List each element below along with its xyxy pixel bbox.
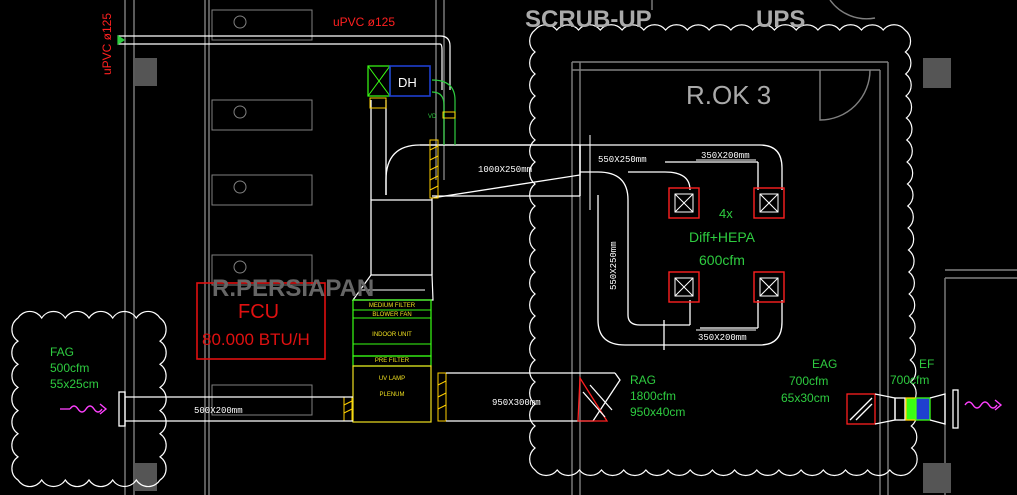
ahu-section-labels: MEDIUM FILTER BLOWER FAN INDOOR UNIT PRE… [369, 303, 416, 398]
hepa-diffuser [668, 271, 700, 303]
hepa-diffusers [668, 187, 785, 303]
fag-size: 55x25cm [50, 377, 99, 391]
rag-flow: 1800cfm [630, 389, 676, 403]
bed-outlines [211, 9, 313, 416]
room-label-persiapan: R.PERSIAPAN [212, 275, 374, 302]
dh-box [389, 65, 431, 97]
exhaust-system [846, 389, 959, 429]
dh-unit [367, 65, 456, 145]
dh-label: DH [398, 75, 417, 90]
upvc-pipe [117, 34, 451, 90]
eag-name: EAG [812, 357, 837, 371]
duct-main-size: 1000X250mm [478, 165, 532, 175]
air-flow-arrows [69, 399, 1003, 415]
duct-diff-bottom-size: 350X200mm [698, 333, 747, 343]
revision-cloud-room [529, 24, 918, 476]
room-name: R.OK 3 [686, 80, 771, 110]
exhaust-outlet-arrow [964, 401, 998, 409]
dimension-marks [589, 135, 756, 331]
diffuser-type: Diff+HEPA [689, 229, 756, 245]
pipe-label-top: uPVC ø125 [333, 15, 395, 29]
vd-label: VD [428, 114, 437, 120]
rag-name: RAG [630, 373, 656, 387]
fag-name: FAG [50, 345, 74, 359]
revision-cloud-fag [11, 310, 167, 488]
rag-grille [577, 375, 613, 422]
fcu-capacity: 80.000 BTU/H [202, 330, 310, 349]
duct-branch-vertical-size: 550X250mm [609, 241, 619, 290]
hepa-diffuser [753, 187, 785, 219]
revision-cloud-outline [11, 310, 167, 488]
fresh-air-duct [60, 391, 353, 427]
ahu-stack [351, 274, 434, 423]
fag-flow: 500cfm [50, 361, 89, 375]
hepa-diffuser [753, 271, 785, 303]
fcu-title: FCU [238, 301, 279, 323]
fresh-air-intake-arrow [69, 405, 103, 413]
ef-name: EF [919, 357, 934, 371]
ef-flow: 700cfm [890, 373, 929, 387]
hepa-diffuser [668, 187, 700, 219]
pipe-label-side: uPVC ø125 [100, 13, 114, 75]
room-label-scrub-up: SCRUB-UP [525, 6, 652, 33]
ahu-indoor-unit: INDOOR UNIT [372, 332, 412, 338]
ahu-medium-filter: MEDIUM FILTER [369, 303, 416, 309]
duct-return-air-size: 950X300mm [492, 398, 541, 408]
eag-flow: 700cfm [789, 374, 828, 388]
ahu-pre-filter: PRE FILTER [375, 358, 410, 364]
ahu-uv-lamp: UV LAMP [379, 376, 405, 382]
rag-size: 950x40cm [630, 405, 685, 419]
diffuser-count: 4x [719, 206, 733, 221]
duct-branch-top-size: 550X250mm [598, 155, 647, 165]
eag-size: 65x30cm [781, 391, 830, 405]
building-walls [124, 0, 1017, 495]
revision-cloud-outline [529, 24, 918, 476]
fcu-box [196, 282, 326, 360]
supply-duct [370, 100, 783, 350]
duct-diff-top-size: 350X200mm [701, 151, 750, 161]
room-label-ups: UPS [756, 6, 805, 33]
duct-fresh-air-size: 500X200mm [194, 406, 243, 416]
ahu-plenum: PLENUM [379, 392, 404, 398]
ahu-blower-fan: BLOWER FAN [372, 312, 411, 318]
diffuser-flow: 600cfm [699, 252, 745, 268]
